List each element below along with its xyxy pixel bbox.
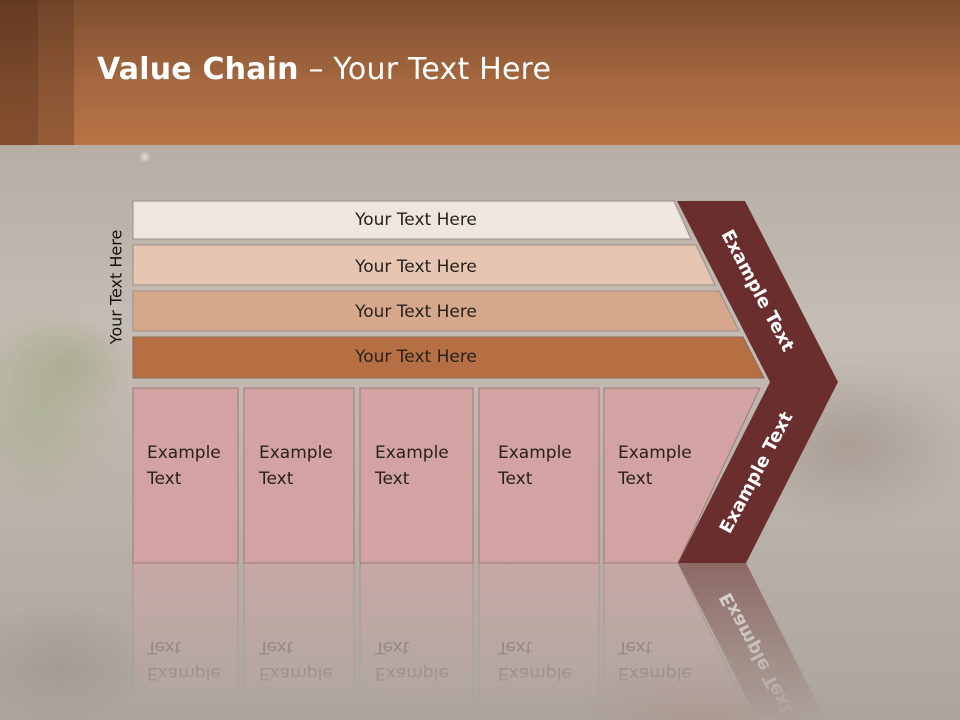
header-accent-strip [38,0,74,145]
primary-box-line1: Example [498,443,572,463]
reflection-text: Text [617,637,653,657]
primary-activities: Example Text Example Text Example Text E… [132,387,761,564]
support-bar [132,336,765,379]
reflection-text: Example [147,663,221,683]
support-bar [132,290,740,332]
reflection-text: Text [258,637,294,657]
reflection-text: Text [497,637,533,657]
primary-box-line2: Text [258,469,294,489]
primary-box-line1: Example [259,443,333,463]
support-bar [132,244,716,286]
support-bar-label: Your Text Here [354,210,477,230]
chevron-upper [677,201,838,382]
support-bar [132,200,692,240]
reflection-text: Text [146,637,182,657]
support-bar-label: Your Text Here [354,257,477,277]
title-bold: Value Chain [97,52,299,87]
title-rest: – Your Text Here [298,52,552,87]
primary-box-line1: Example [375,443,449,463]
primary-box [478,387,600,564]
primary-box-reflection [359,562,474,720]
reflection-text: Example [498,663,572,683]
reflection-text: Example [375,663,449,683]
reflection-text: Example [618,663,692,683]
slide-title: Value Chain – Your Text Here [97,52,551,87]
header-accent-strip [0,0,38,145]
primary-box-line2: Text [617,469,653,489]
reflection: Example Text Example Text Example Text E… [132,562,826,720]
reflection-text: Text [374,637,410,657]
primary-box-line2: Text [497,469,533,489]
primary-box-reflection [243,562,355,720]
primary-box [132,387,239,564]
primary-box [359,387,474,564]
header-band: Value Chain – Your Text Here [0,0,960,145]
primary-box-reflection [478,562,600,720]
primary-box-line1: Example [147,443,221,463]
primary-box-reflection [132,562,239,720]
chevron-lower [678,382,838,563]
support-activities: Your Text Here Your Text Here Your Text … [132,200,765,379]
primary-box-line2: Text [374,469,410,489]
primary-box-line1: Example [618,443,692,463]
reflection-text: Example [259,663,333,683]
chevron-reflection [678,563,826,720]
primary-box [243,387,355,564]
primary-box-line2: Text [146,469,182,489]
support-bar-label: Your Text Here [354,302,477,322]
support-bar-label: Your Text Here [354,347,477,367]
